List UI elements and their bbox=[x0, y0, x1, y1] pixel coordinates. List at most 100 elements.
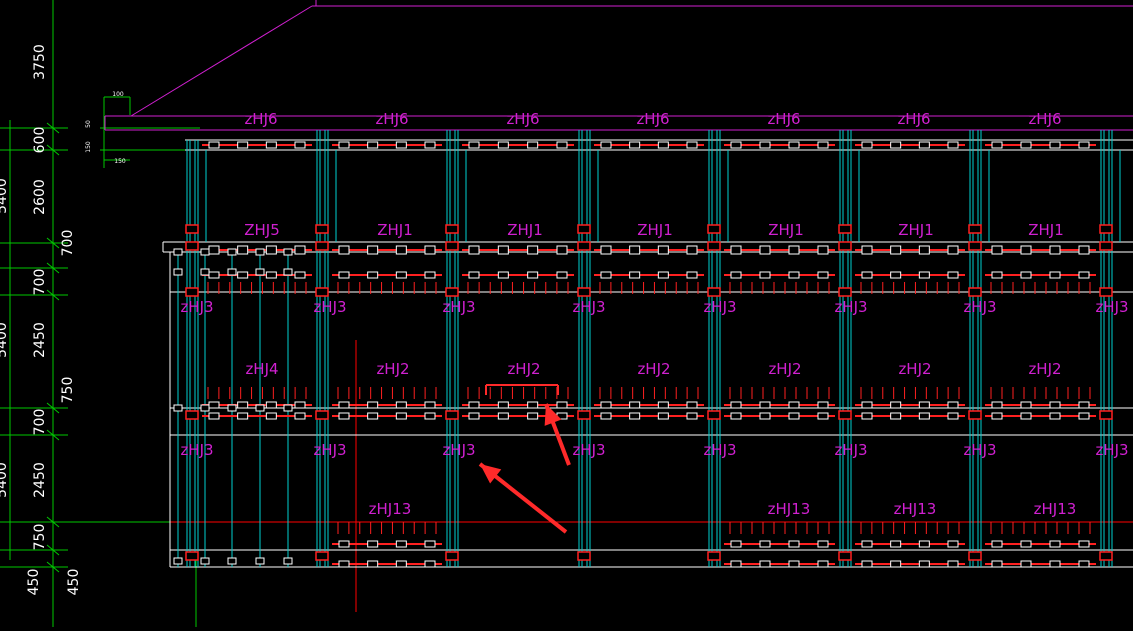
stirrup-block bbox=[686, 245, 698, 255]
stirrup-block bbox=[255, 248, 265, 256]
dimension-text: 3750 bbox=[32, 44, 48, 80]
stirrup-block bbox=[265, 401, 277, 409]
stirrup-block bbox=[173, 248, 183, 256]
beam-label: zHJ3 bbox=[963, 298, 996, 316]
stirrup-block bbox=[294, 141, 306, 149]
stirrup-block bbox=[817, 412, 829, 420]
beam-label: zHJ2 bbox=[637, 360, 670, 378]
stirrup-block bbox=[527, 245, 539, 255]
stirrup-block bbox=[208, 141, 220, 149]
stirrup-block bbox=[237, 271, 249, 279]
joint-plate bbox=[838, 551, 852, 561]
stirrup-block bbox=[294, 245, 306, 255]
stirrup-block bbox=[890, 141, 902, 149]
stirrup-block bbox=[200, 268, 210, 276]
stirrup-block bbox=[367, 540, 379, 548]
joint-plate bbox=[315, 287, 329, 297]
stirrup-block bbox=[730, 141, 742, 149]
stirrup-block bbox=[173, 557, 183, 565]
dimension-slash bbox=[46, 262, 60, 274]
stirrup-block bbox=[947, 245, 959, 255]
beam-label: zHJ6 bbox=[375, 110, 408, 128]
stirrup-block bbox=[497, 401, 509, 409]
stirrup-block bbox=[527, 271, 539, 279]
beam-label: zHJ2 bbox=[768, 360, 801, 378]
beam-label: zHJ3 bbox=[180, 441, 213, 459]
stirrup-block bbox=[759, 560, 771, 568]
stirrup-block bbox=[817, 141, 829, 149]
stirrup-block bbox=[395, 271, 407, 279]
stirrup-block bbox=[918, 540, 930, 548]
stirrup-block bbox=[497, 412, 509, 420]
stirrup-block bbox=[730, 401, 742, 409]
frame-structure bbox=[162, 130, 1133, 568]
stirrup-block bbox=[686, 401, 698, 409]
stirrup-block bbox=[1049, 271, 1061, 279]
beam-label: zHJ3 bbox=[442, 298, 475, 316]
beam-label: zHJ3 bbox=[313, 298, 346, 316]
dimension-text: 750 bbox=[60, 377, 76, 404]
stirrup-block bbox=[657, 401, 669, 409]
stirrup-block bbox=[338, 540, 350, 548]
stirrup-block bbox=[861, 540, 873, 548]
stirrup-block bbox=[338, 271, 350, 279]
stirrup-block bbox=[759, 540, 771, 548]
stirrup-block bbox=[200, 557, 210, 565]
stirrup-block bbox=[468, 271, 480, 279]
detail-dimension-text: 100 bbox=[112, 91, 124, 98]
joint-plate bbox=[1099, 410, 1113, 420]
joint-plate bbox=[577, 224, 591, 234]
dimension-text: 5400 bbox=[0, 462, 10, 498]
dimension-slash bbox=[46, 122, 60, 134]
stirrup-block bbox=[1020, 271, 1032, 279]
stirrup-block bbox=[424, 560, 436, 568]
joint-plate bbox=[838, 410, 852, 420]
joint-plate bbox=[707, 287, 721, 297]
stirrup-block bbox=[294, 271, 306, 279]
beam-label: zHJ3 bbox=[703, 298, 736, 316]
stirrup-block bbox=[1020, 412, 1032, 420]
stirrup-block bbox=[173, 268, 183, 276]
beam-label: ZHJ1 bbox=[768, 221, 804, 239]
arrow-to-zhj3-head bbox=[480, 464, 502, 484]
stirrup-block bbox=[629, 401, 641, 409]
stirrup-block bbox=[788, 560, 800, 568]
stirrup-block bbox=[1020, 141, 1032, 149]
stirrup-block bbox=[265, 141, 277, 149]
stirrup-block bbox=[1049, 401, 1061, 409]
stirrup-block bbox=[395, 412, 407, 420]
beam-label: zHJ3 bbox=[703, 441, 736, 459]
joint-plate bbox=[968, 241, 982, 251]
stirrup-block bbox=[173, 404, 183, 412]
stirrup-block bbox=[600, 401, 612, 409]
stirrup-block bbox=[629, 245, 641, 255]
stirrup-block bbox=[1049, 540, 1061, 548]
joint-plate bbox=[185, 241, 199, 251]
stirrup-block bbox=[395, 141, 407, 149]
dimension-text: 600 bbox=[32, 127, 48, 154]
stirrup-block bbox=[338, 401, 350, 409]
stirrup-block bbox=[468, 141, 480, 149]
stirrup-block bbox=[468, 245, 480, 255]
stirrup-block bbox=[265, 412, 277, 420]
detail-dimension-text: 50 bbox=[85, 120, 92, 128]
dimension-slash bbox=[46, 544, 60, 556]
beam-label: zHJ3 bbox=[572, 441, 605, 459]
stirrup-block bbox=[629, 141, 641, 149]
stirrup-block bbox=[600, 141, 612, 149]
joint-plate bbox=[968, 410, 982, 420]
stirrup-block bbox=[1020, 401, 1032, 409]
stirrup-block bbox=[556, 401, 568, 409]
stirrup-block bbox=[817, 271, 829, 279]
stirrup-block bbox=[1049, 560, 1061, 568]
stirrup-block bbox=[991, 560, 1003, 568]
stirrup-block bbox=[208, 401, 220, 409]
dimension-slash bbox=[46, 402, 60, 414]
stirrup-block bbox=[1078, 412, 1090, 420]
joint-plate bbox=[315, 410, 329, 420]
beam-label: zHJ3 bbox=[1095, 441, 1128, 459]
joint-plate bbox=[838, 224, 852, 234]
beam-label: zHJ6 bbox=[636, 110, 669, 128]
